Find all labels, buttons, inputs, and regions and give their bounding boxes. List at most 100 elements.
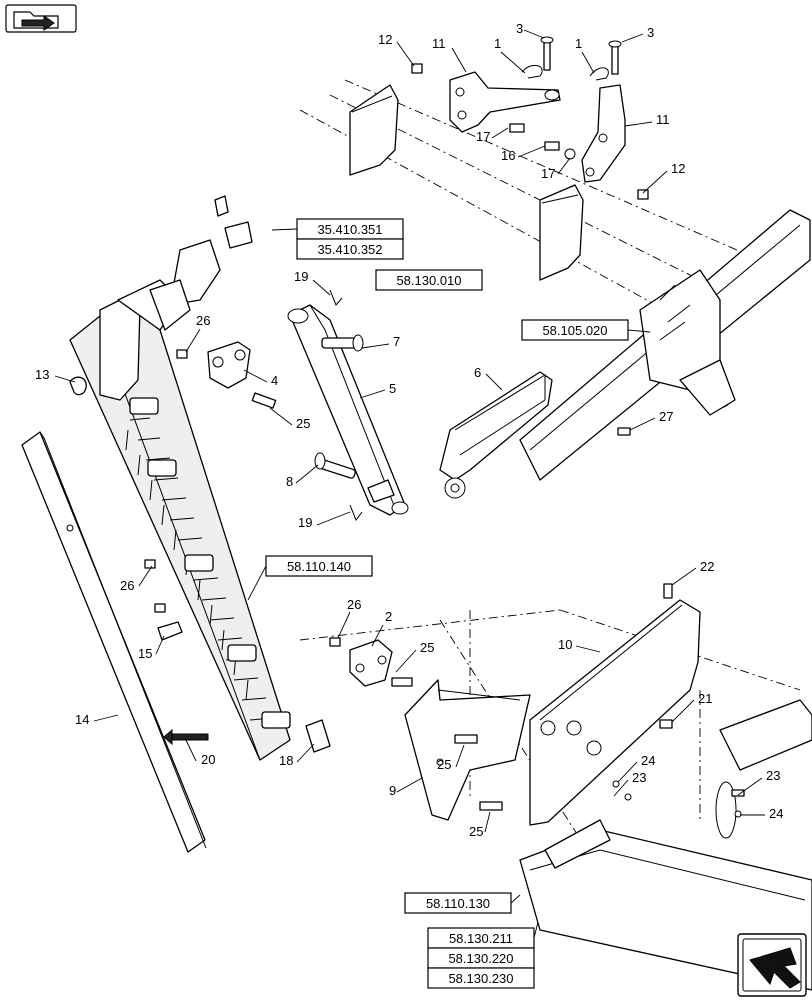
reference-box[interactable]: 35.410.351 <box>296 218 404 240</box>
bracket-11-right <box>581 84 626 183</box>
leader-line <box>491 127 509 139</box>
leader-line <box>455 744 465 768</box>
bolts-16-17 <box>509 123 576 160</box>
part-number-label: 14 <box>75 712 89 727</box>
reference-leader-line <box>247 565 267 601</box>
part-number-label: 24 <box>769 806 783 821</box>
reference-box-frame[interactable] <box>521 319 629 341</box>
reference-box[interactable]: 58.130.010 <box>375 269 483 291</box>
part-number-label: 5 <box>389 381 396 396</box>
small-hardware-23-24 <box>612 780 745 818</box>
next-page-arrow-icon[interactable] <box>737 933 807 997</box>
leader-line <box>155 635 165 655</box>
reference-code[interactable]: 58.130.211 <box>449 931 513 946</box>
part-number-label: 26 <box>120 578 134 593</box>
leader-line <box>295 464 319 484</box>
leader-line <box>93 714 119 722</box>
part-number-label: 22 <box>700 559 714 574</box>
part-number-label: 12 <box>378 32 392 47</box>
reference-box-frame[interactable] <box>427 967 535 989</box>
leader-line <box>575 645 601 653</box>
leader-line <box>395 649 417 673</box>
part-number-label: 2 <box>385 609 392 624</box>
reference-box-frame[interactable] <box>375 269 483 291</box>
reference-box[interactable]: 58.130.220 <box>427 947 535 969</box>
reference-code[interactable]: 35.410.351 <box>317 222 382 237</box>
nut-26-upper <box>176 349 188 359</box>
part-number-label: 21 <box>698 691 712 706</box>
part-number-label: 7 <box>393 334 400 349</box>
leader-line <box>396 41 415 67</box>
bolt-27 <box>617 427 631 436</box>
part-number-label: 12 <box>671 161 685 176</box>
part-number-label: 10 <box>558 637 572 652</box>
reference-box-frame[interactable] <box>296 238 404 260</box>
reference-leader-line <box>271 228 298 231</box>
part-number-label: 16 <box>501 148 515 163</box>
leader-line <box>243 369 268 383</box>
leader-line <box>296 743 315 763</box>
reference-code[interactable]: 58.130.010 <box>396 273 461 288</box>
leader-line <box>484 811 491 833</box>
reference-leader-line <box>533 921 539 939</box>
part-number-label: 17 <box>476 129 490 144</box>
reference-code[interactable]: 58.105.020 <box>542 323 607 338</box>
leader-line <box>54 375 76 383</box>
leader-line <box>185 739 197 762</box>
part-number-label: 26 <box>347 597 361 612</box>
reference-code[interactable]: 58.110.140 <box>287 559 351 574</box>
leader-line <box>617 761 638 783</box>
reference-box-frame[interactable] <box>404 892 512 914</box>
leader-line <box>517 145 546 158</box>
hydraulic-hoses <box>149 179 272 331</box>
part-number-label: 9 <box>389 783 396 798</box>
drive-tube <box>519 209 811 481</box>
leader-line <box>138 565 153 587</box>
reference-box[interactable]: 58.110.130 <box>404 892 512 914</box>
part-number-label: 27 <box>659 409 673 424</box>
leader-line <box>316 511 351 526</box>
leader-line <box>671 699 695 723</box>
bolt-25-lower <box>454 734 503 811</box>
clip-18 <box>305 719 331 753</box>
marker-20 <box>163 728 209 746</box>
part-number-label: 11 <box>432 36 446 51</box>
leader-line <box>359 389 386 399</box>
clip-19-upper <box>329 289 343 306</box>
nuts-12 <box>411 63 649 200</box>
link-arm-5 <box>287 304 409 516</box>
nuts-26-lower <box>144 559 341 647</box>
part-number-label: 26 <box>196 313 210 328</box>
bolt-21 <box>659 719 673 729</box>
folder-arrow-icon[interactable] <box>5 4 77 33</box>
reference-box[interactable]: 35.410.352 <box>296 238 404 260</box>
reference-box[interactable]: 58.130.211 <box>427 927 535 949</box>
reference-box-frame[interactable] <box>265 555 373 577</box>
washer-13 <box>69 376 87 396</box>
reference-box[interactable]: 58.105.020 <box>521 319 629 341</box>
pin-7 <box>321 334 364 352</box>
reference-code[interactable]: 58.130.230 <box>448 971 513 986</box>
leader-line <box>371 624 384 647</box>
part-number-label: 4 <box>271 373 278 388</box>
reference-code[interactable]: 58.110.130 <box>426 896 490 911</box>
part-number-label: 8 <box>286 474 293 489</box>
reference-box[interactable]: 58.110.140 <box>265 555 373 577</box>
reference-code[interactable]: 35.410.352 <box>317 242 382 257</box>
reference-box[interactable]: 58.130.230 <box>427 967 535 989</box>
leader-line <box>671 567 697 586</box>
part-number-label: 11 <box>656 112 670 127</box>
bolt-25-upper <box>251 392 277 409</box>
part-number-label: 1 <box>575 36 582 51</box>
leader-line <box>613 779 629 797</box>
bracket-11-left <box>449 71 561 133</box>
shield-10 <box>529 599 701 826</box>
leader-line <box>337 611 351 639</box>
leader-line <box>737 777 763 796</box>
reference-code[interactable]: 58.130.220 <box>448 951 513 966</box>
leader-line <box>185 328 201 353</box>
pins-3 <box>540 36 622 75</box>
part-number-label: 25 <box>437 757 451 772</box>
